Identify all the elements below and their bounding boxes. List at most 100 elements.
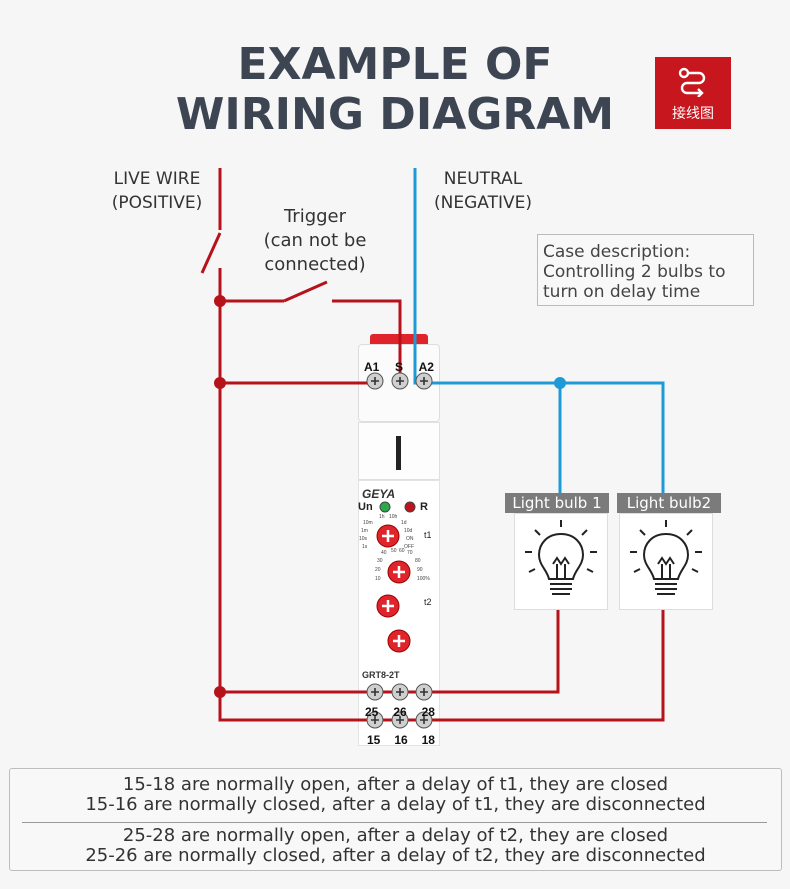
bottom-terminal-row-1: 25 26 28 xyxy=(365,705,435,719)
bottom-screw-cross-b-1 xyxy=(396,716,404,724)
model-label: GRT8-2T xyxy=(362,670,400,680)
scale-70: 70 xyxy=(407,550,413,556)
badge-label: 接线图 xyxy=(672,105,714,121)
t2-label: t2 xyxy=(424,597,432,607)
bulb-1-return-wire xyxy=(220,598,560,694)
bottom-terminal-row-2: 15 16 18 xyxy=(367,733,435,747)
page-title: EXAMPLE OF WIRING DIAGRAM xyxy=(0,40,790,140)
led-un-indicator xyxy=(379,501,391,513)
note-25-26: 25-26 are normally closed, after a delay… xyxy=(85,845,706,866)
bulb-2-box xyxy=(619,513,713,610)
neutral-text: NEUTRAL xyxy=(443,169,523,189)
wiring-icon xyxy=(678,67,706,97)
trigger-junction-dot xyxy=(214,295,226,307)
trigger-text: Trigger xyxy=(283,206,347,227)
notes-divider xyxy=(22,822,767,823)
dial-mark-3 xyxy=(393,635,405,647)
light-bulb-2: Light bulb2 xyxy=(617,493,721,610)
scale-off: OFF xyxy=(404,544,414,550)
screw-cross-2 xyxy=(420,377,428,385)
scale-80: 80 xyxy=(415,558,421,564)
terminal-16-label: 16 xyxy=(394,733,408,747)
scale-1m: 1m xyxy=(361,528,368,534)
led-r-indicator xyxy=(404,501,416,513)
scale-60: 60 xyxy=(399,548,405,554)
neutral-junction-dot xyxy=(554,377,566,389)
neutral-label: NEUTRAL (NEGATIVE) xyxy=(418,167,548,215)
scale-40: 40 xyxy=(381,550,387,556)
live-wire-sub: (POSITIVE) xyxy=(111,193,203,213)
bulb-junction-dot xyxy=(214,686,226,698)
light-bulb-icon xyxy=(525,520,597,595)
scale-1h: 1h xyxy=(379,514,385,520)
dial-mark-1 xyxy=(393,566,405,578)
note-25-28: 25-28 are normally open, after a delay o… xyxy=(122,825,669,846)
live-switch-lever xyxy=(200,232,222,274)
terminal-28-label: 28 xyxy=(421,705,435,719)
case-description: Case description: Controlling 2 bulbs to… xyxy=(537,234,754,306)
screw-cross-1 xyxy=(396,377,404,385)
dial-mark-2 xyxy=(382,600,394,612)
trigger-sub-2: connected) xyxy=(264,254,366,275)
wiring-badge: 接线图 xyxy=(655,57,731,129)
trigger-sub-1: (can not be xyxy=(263,230,367,251)
note-15-16: 15-16 are normally closed, after a delay… xyxy=(85,794,706,815)
title-line-2: WIRING DIAGRAM xyxy=(175,89,615,140)
scale-30: 30 xyxy=(377,558,383,564)
scale-1d: 1d xyxy=(401,520,407,526)
scale-20: 20 xyxy=(375,567,381,573)
case-line-3: turn on delay time xyxy=(543,282,701,302)
bottom-screw-cross-a-2 xyxy=(420,688,428,696)
light-bulb-icon xyxy=(630,520,702,595)
brand-logo: GEYA xyxy=(362,487,396,501)
note-15-18: 15-18 are normally open, after a delay o… xyxy=(122,774,669,795)
scale-10h: 10h xyxy=(389,514,398,520)
live-wire-text: LIVE WIRE xyxy=(113,169,201,189)
a1-junction-dot xyxy=(214,377,226,389)
dial-scales: 1h 10h 10m 1d 1m 10d 10s ON 1s OFF 40 50… xyxy=(359,512,439,662)
terminal-25-label: 25 xyxy=(365,705,379,719)
device-lever-slot xyxy=(396,436,401,470)
trigger-switch-lever xyxy=(283,280,328,303)
scale-on: ON xyxy=(406,536,414,542)
live-wire-label: LIVE WIRE (POSITIVE) xyxy=(92,167,222,215)
dial-mark-0 xyxy=(382,530,394,542)
scale-10m: 10m xyxy=(363,520,373,526)
terminal-15-label: 15 xyxy=(367,733,381,747)
trigger-wire-right xyxy=(332,299,402,380)
terminal-s-label: S xyxy=(394,360,403,374)
scale-10: 10 xyxy=(375,576,381,582)
bulb-1-label: Light bulb 1 xyxy=(505,493,609,513)
case-line-1: Case description: xyxy=(543,242,691,262)
scale-10s: 10s xyxy=(359,536,368,542)
notes-box: 15-18 are normally open, after a delay o… xyxy=(9,768,782,871)
live-wire-main xyxy=(218,268,665,722)
terminal-a2-label: A2 xyxy=(418,360,434,374)
screw-cross-0 xyxy=(371,377,379,385)
terminal-18-label: 18 xyxy=(421,733,435,747)
light-bulb-1: Light bulb 1 xyxy=(505,493,609,610)
bulb-2-label: Light bulb2 xyxy=(617,493,721,513)
scale-100: 100% xyxy=(417,576,430,582)
bottom-screw-cross-a-1 xyxy=(396,688,404,696)
bottom-screw-cross-b-2 xyxy=(420,716,428,724)
led-r-label: R xyxy=(420,501,428,513)
top-terminal-labels: A1 S A2 xyxy=(364,360,434,374)
case-line-2: Controlling 2 bulbs to xyxy=(543,262,726,282)
scale-1s: 1s xyxy=(362,544,368,550)
bottom-screw-cross-a-0 xyxy=(371,688,379,696)
title-line-1: EXAMPLE OF xyxy=(237,39,553,90)
scale-10d: 10d xyxy=(404,528,413,534)
bottom-screw-cross-b-0 xyxy=(371,716,379,724)
scale-90: 90 xyxy=(417,567,423,573)
scale-50: 50 xyxy=(391,548,397,554)
device-face xyxy=(358,480,440,746)
neutral-wire xyxy=(413,168,665,515)
trigger-label: Trigger (can not be connected) xyxy=(245,205,385,277)
terminal-26-label: 26 xyxy=(393,705,407,719)
t1-label: t1 xyxy=(424,530,432,540)
terminal-a1-label: A1 xyxy=(364,360,380,374)
bulb-1-box xyxy=(514,513,608,610)
led-un-label: Un xyxy=(358,501,373,513)
